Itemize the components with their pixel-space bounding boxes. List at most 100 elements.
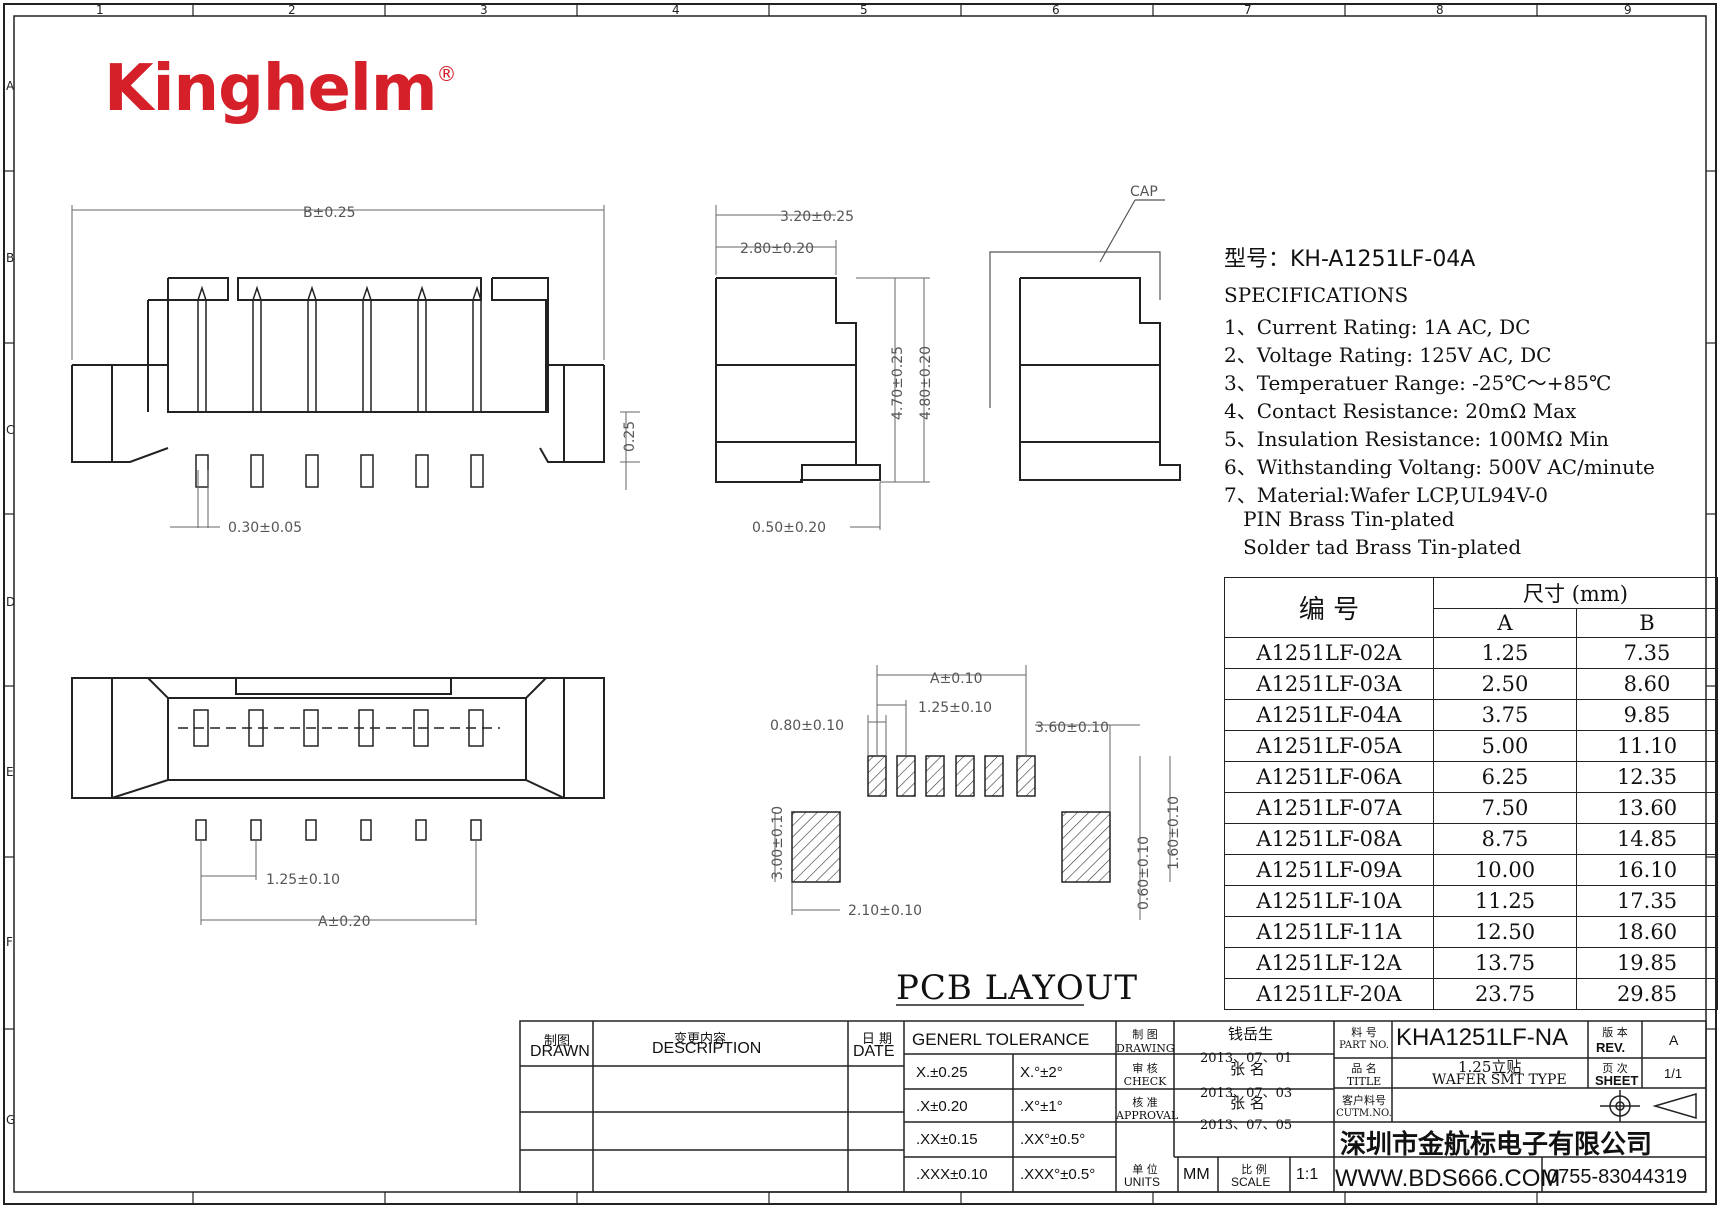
cap-view (1019, 277, 1181, 481)
tb-partno-cn: 料 号 (1351, 1026, 1377, 1039)
company-website[interactable]: WWW.BDS666.COM (1335, 1165, 1561, 1192)
model-number: 型号：KH-A1251LF-04A (1224, 247, 1476, 272)
bottom-view (71, 677, 605, 799)
tb-tol-ang: .X°±1° (1020, 1098, 1063, 1115)
tb-cust-en: CUTM.NO. (1336, 1108, 1392, 1119)
tb-tol-ang: .XXX°±0.5° (1020, 1166, 1096, 1183)
tb-title-cn: 品 名 (1351, 1062, 1377, 1075)
tb-approval-cn: 核 准 (1132, 1096, 1158, 1109)
tb-check-en: CHECK (1123, 1075, 1167, 1088)
tb-units-en: UNITS (1124, 1175, 1160, 1189)
tb-tol-lin: .XX±0.15 (916, 1131, 978, 1148)
tb-drawn-en: DRAWN (530, 1043, 590, 1060)
tb-tol-lin: .X±0.20 (916, 1098, 968, 1115)
front-pins (195, 285, 484, 488)
tb-rev-val: A (1669, 1032, 1679, 1048)
tb-scale-cn: 比 例 (1241, 1163, 1267, 1176)
tb-approval-name: 张 名 (1230, 1094, 1265, 1112)
dim-side-foot: 0.50±0.20 (752, 520, 826, 536)
tb-check-cn: 审 核 (1132, 1062, 1158, 1075)
tb-title-en: TITLE (1346, 1075, 1382, 1088)
dim-pcb-pad-w2: 2.10±0.10 (848, 903, 922, 919)
dim-pcb-sig-h2: 1.60±0.10 (1166, 796, 1182, 870)
grid-col-1: 1 (96, 3, 104, 17)
company-phone: 0755-83044319 (1547, 1166, 1688, 1188)
tb-date-en: DATE (853, 1043, 895, 1060)
tb-tol-ang: X.°±2° (1020, 1064, 1063, 1081)
table-header-a: A (1433, 608, 1577, 638)
company-name: 深圳市金航标电子有限公司 (1340, 1130, 1653, 1160)
tb-title-val-1: 1.25立贴 (1458, 1058, 1522, 1076)
grid-row-c: C (6, 423, 14, 437)
dim-side-h1: 4.70±0.25 (890, 346, 906, 420)
dim-pcb-pitch: 1.25±0.10 (918, 700, 992, 716)
dim-pcb-gap: 3.60±0.10 (1035, 720, 1109, 736)
tb-partno-en: PART NO. (1339, 1040, 1389, 1051)
grid-row-d: D (6, 595, 15, 609)
dim-side-w2: 2.80±0.20 (740, 241, 814, 257)
grid-row-f: F (6, 935, 13, 949)
dim-pcb-a: A±0.10 (930, 671, 982, 687)
spec-line: 7、Material:Wafer LCP,UL94V-0 (1224, 483, 1548, 507)
tb-desc-cn: 变更内容 (673, 1032, 726, 1047)
tb-sheet-cn: 页 次 (1602, 1062, 1628, 1075)
tb-units-cn: 单 位 (1132, 1163, 1158, 1176)
grid-col-9: 9 (1624, 3, 1632, 17)
tb-check-date: 2013、07、03 (1200, 1086, 1293, 1101)
table-header-b: B (1576, 608, 1718, 638)
tb-rev-cn: 版 本 (1602, 1026, 1628, 1039)
tb-drawing-name: 钱岳生 (1228, 1025, 1274, 1043)
grid-col-4: 4 (672, 3, 680, 17)
tb-partno-val: KHA1251LF-NA (1396, 1024, 1569, 1051)
bottom-pins (193, 709, 484, 841)
spec-line: 5、Insulation Resistance: 100MΩ Min (1224, 427, 1609, 451)
pcb-dims (774, 665, 1171, 920)
dim-bottom-a: A±0.20 (318, 914, 370, 930)
tb-title-val-2: WAFER SMT TYPE (1432, 1072, 1567, 1088)
tb-date-cn: 日 期 (861, 1032, 893, 1047)
tb-check-name: 张 名 (1230, 1060, 1265, 1078)
tb-approval-en: APPROVAL (1116, 1109, 1179, 1122)
grid-row-e: E (6, 765, 14, 779)
tb-drawn-cn: 制图 (543, 1034, 570, 1049)
dim-pcb-pad-h: 3.00±0.10 (770, 806, 786, 880)
tb-tol-lin: X.±0.25 (916, 1064, 968, 1081)
pcb-layout-title: PCB LAYOUT (896, 968, 1139, 1008)
front-view (71, 277, 605, 463)
spec-line: 3、Temperatuer Range: -25℃～+85℃ (1224, 371, 1612, 395)
brand-logo: Kinghelm® (104, 52, 457, 126)
grid-col-3: 3 (480, 3, 488, 17)
tb-scale-val: 1:1 (1296, 1166, 1319, 1183)
tb-units-val: MM (1183, 1166, 1210, 1183)
tb-drawing-en: DRAWING (1116, 1042, 1175, 1055)
spec-line: PIN Brass Tin-plated (1224, 507, 1455, 531)
tb-cust-cn: 客户料号 (1342, 1094, 1386, 1107)
grid-row-b: B (6, 251, 14, 265)
dim-side-w1: 3.20±0.25 (780, 209, 854, 225)
pcb-pads (791, 755, 1111, 883)
tb-drawing-cn: 制 图 (1132, 1028, 1158, 1041)
dim-side-h2: 4.80±0.20 (918, 346, 934, 420)
grid-col-5: 5 (860, 3, 868, 17)
tb-tolerance-title: GENERL TOLERANCE (912, 1030, 1090, 1049)
dim-front-h: 0.25 (622, 421, 638, 452)
grid-col-8: 8 (1436, 3, 1444, 17)
tb-sheet-val: 1/1 (1664, 1066, 1683, 1081)
grid-row-a: A (6, 79, 15, 93)
table-header-size: 尺寸 (mm) (1433, 577, 1718, 609)
projection-symbol-icon (1600, 1090, 1697, 1122)
